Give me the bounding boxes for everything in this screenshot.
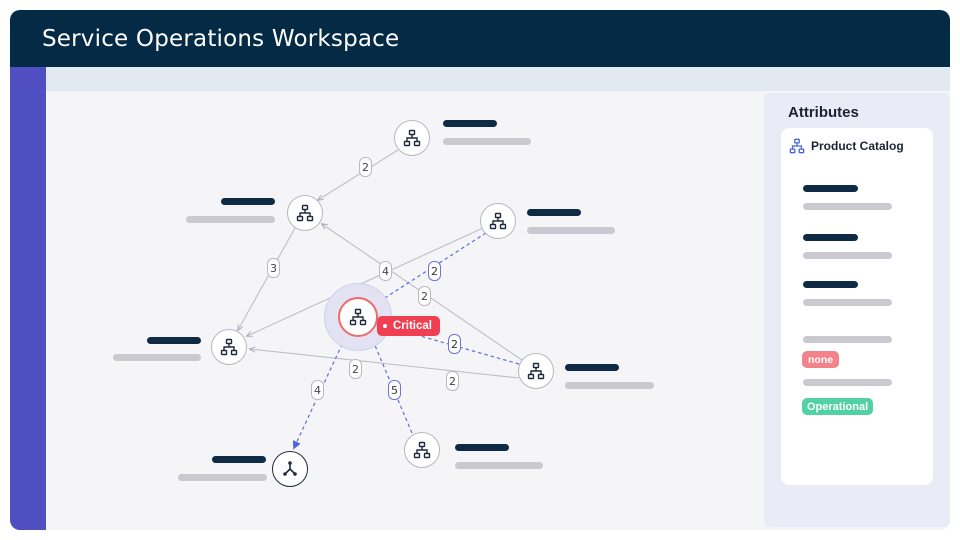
hierarchy-icon	[527, 362, 545, 380]
attribute-value-placeholder	[803, 252, 892, 259]
left-nav-rail[interactable]	[10, 67, 46, 530]
edge-upperright-left	[247, 227, 484, 336]
edge-label: 2	[418, 286, 431, 306]
graph-node[interactable]	[211, 329, 247, 365]
hierarchy-icon	[789, 138, 805, 154]
node-subtitle-placeholder	[443, 138, 531, 145]
node-subtitle-placeholder	[565, 382, 654, 389]
graph-node[interactable]	[287, 195, 323, 231]
attribute-label-placeholder	[803, 185, 858, 192]
app-title: Service Operations Workspace	[42, 26, 400, 52]
attributes-item-title: Product Catalog	[811, 139, 904, 153]
node-title-placeholder	[455, 444, 509, 451]
edge-label: 5	[388, 380, 401, 400]
title-bar: Service Operations Workspace	[10, 10, 950, 67]
attribute-value-placeholder	[803, 203, 892, 210]
hierarchy-icon	[296, 204, 314, 222]
node-subtitle-placeholder	[113, 354, 201, 361]
graph-node[interactable]	[480, 203, 516, 239]
node-title-placeholder	[221, 198, 275, 205]
hierarchy-icon	[413, 441, 431, 459]
attributes-panel: Attributes Product Catalog none Operatio…	[764, 93, 950, 527]
edge-label: 3	[267, 258, 280, 278]
graph-node[interactable]	[404, 432, 440, 468]
dot-icon	[383, 324, 387, 328]
edge-label: 2	[428, 261, 441, 281]
edge-top-upperleft	[318, 149, 399, 200]
node-subtitle-placeholder	[178, 474, 267, 481]
status-badge-operational: Operational	[802, 398, 874, 415]
attribute-label-placeholder	[803, 234, 858, 241]
node-subtitle-placeholder	[527, 227, 615, 234]
attribute-label-placeholder	[803, 281, 858, 288]
edge-label: 2	[448, 334, 461, 354]
hierarchy-icon	[349, 308, 367, 326]
node-subtitle-placeholder	[455, 462, 543, 469]
status-badge-none: none	[802, 351, 840, 368]
node-subtitle-placeholder	[186, 216, 275, 223]
toolbar-strip	[46, 67, 950, 91]
attributes-card-header: Product Catalog	[789, 138, 904, 154]
attributes-card: Product Catalog none Operational	[781, 128, 933, 485]
attribute-label-placeholder	[803, 379, 892, 386]
graph-node[interactable]	[518, 353, 554, 389]
node-title-placeholder	[527, 209, 581, 216]
edge-label: 4	[379, 261, 392, 281]
edge-label: 2	[349, 359, 362, 379]
node-title-placeholder	[212, 456, 266, 463]
attributes-title: Attributes	[788, 104, 859, 121]
attribute-value-placeholder	[803, 299, 892, 306]
hierarchy-icon	[489, 212, 507, 230]
edge-right-left	[250, 349, 520, 379]
merge-icon	[283, 461, 297, 476]
attribute-label-placeholder	[803, 336, 892, 343]
graph-node-critical[interactable]	[338, 297, 378, 337]
hierarchy-icon	[403, 129, 421, 147]
graph-node[interactable]	[394, 120, 430, 156]
node-title-placeholder	[443, 120, 497, 127]
hierarchy-icon	[220, 338, 238, 356]
edge-label: 2	[446, 371, 459, 391]
edge-upperleft-left	[238, 227, 296, 330]
node-title-placeholder	[565, 364, 619, 371]
critical-label: Critical	[393, 320, 432, 332]
graph-node[interactable]	[272, 451, 308, 487]
node-title-placeholder	[147, 337, 201, 344]
edge-label: 2	[359, 157, 372, 177]
edge-upperright-center	[375, 232, 487, 304]
critical-status-badge: Critical	[377, 316, 440, 336]
edge-label: 4	[311, 380, 324, 400]
